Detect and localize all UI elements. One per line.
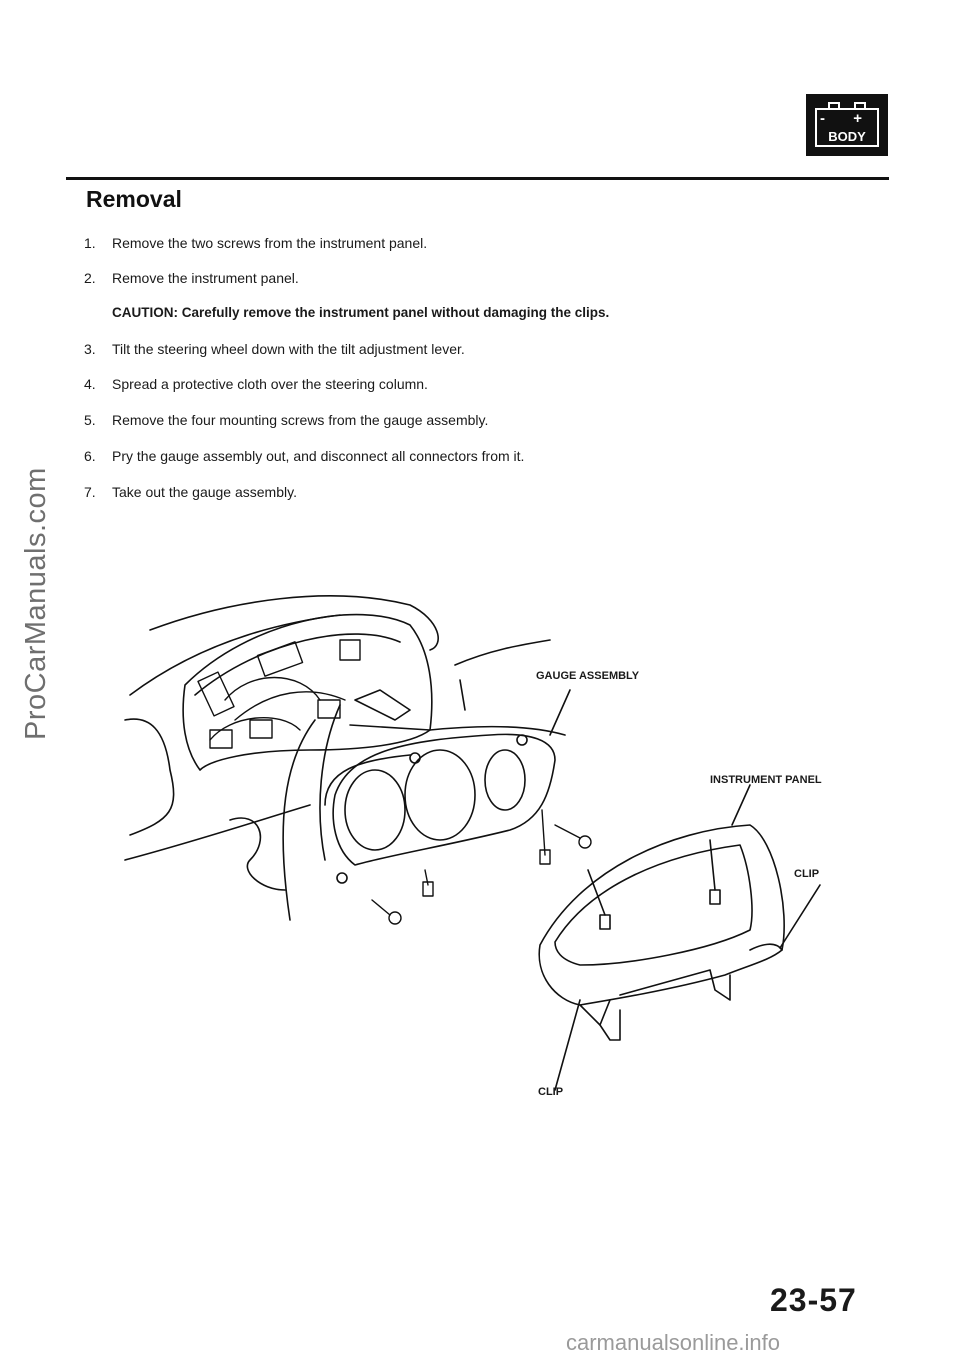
step-text: Pry the gauge assembly out, and disconne… <box>112 448 525 464</box>
label-gauge-assembly: GAUGE ASSEMBLY <box>536 670 640 682</box>
step-7: 7. Take out the gauge assembly. <box>84 484 297 500</box>
body-section-badge: - + BODY <box>806 94 888 156</box>
step-text: Remove the two screws from the instrumen… <box>112 235 428 251</box>
section-title: Removal <box>86 186 182 212</box>
gauge-removal-illustration <box>124 595 821 1091</box>
leader-clip-right <box>779 884 821 949</box>
caution-note: CAUTION: Carefully remove the instrument… <box>112 305 610 320</box>
label-instrument-panel: INSTRUMENT PANEL <box>710 774 822 786</box>
page-number: 23-57 <box>770 1282 857 1318</box>
label-clip-bottom: CLIP <box>538 1086 564 1098</box>
step-number: 6. <box>84 448 96 464</box>
exploded-view-diagram: GAUGE ASSEMBLY INSTRUMENT PANEL CLIP CLI… <box>110 570 870 1130</box>
header-rule <box>66 177 889 180</box>
step-3: 3. Tilt the steering wheel down with the … <box>84 341 465 357</box>
battery-icon <box>815 108 879 147</box>
instrument-panel <box>538 824 785 1041</box>
step-1: 1. Remove the two screws from the instrum… <box>84 235 427 251</box>
mounting-screws <box>371 809 592 925</box>
step-text: Remove the instrument panel. <box>112 270 299 286</box>
label-clip-right: CLIP <box>794 868 820 880</box>
leader-gauge <box>549 689 571 736</box>
badge-signs: - + <box>820 110 874 127</box>
gauge-housing <box>182 613 433 771</box>
wire-connectors <box>197 639 361 749</box>
step-number: 2. <box>84 270 96 286</box>
step-number: 5. <box>84 412 96 428</box>
step-text: Tilt the steering wheel down with the ti… <box>112 341 465 357</box>
dashboard-outline <box>149 595 439 651</box>
step-number: 4. <box>84 376 96 392</box>
step-text: Spread a protective cloth over the steer… <box>112 376 428 392</box>
step-5: 5. Remove the four mounting screws from t… <box>84 412 488 428</box>
battery-terminal-icon <box>854 102 866 110</box>
battery-terminal-icon <box>828 102 840 110</box>
step-text: Remove the four mounting screws from the… <box>112 412 489 428</box>
leader-panel <box>731 784 751 826</box>
step-2: 2. Remove the instrument panel. <box>84 270 299 286</box>
leader-clip-bottom <box>554 999 581 1091</box>
step-number: 1. <box>84 235 96 251</box>
badge-label: BODY <box>828 129 866 144</box>
footer-watermark: carmanualsonline.info <box>566 1330 781 1355</box>
steering-column <box>282 719 316 921</box>
step-text: Take out the gauge assembly. <box>112 484 297 500</box>
step-number: 3. <box>84 341 96 357</box>
step-4: 4. Spread a protective cloth over the ste… <box>84 376 428 392</box>
step-6: 6. Pry the gauge assembly out, and discon… <box>84 448 524 464</box>
step-number: 7. <box>84 484 96 500</box>
side-watermark: ProCarManuals.com <box>20 467 52 740</box>
